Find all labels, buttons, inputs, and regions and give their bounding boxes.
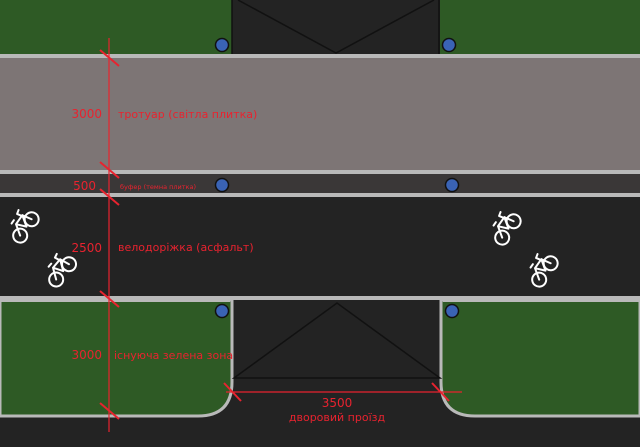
sidewalk-curb-top [0,54,640,58]
green-dimension: 3000 [71,348,102,362]
bikelane-label: велодоріжка (асфальт) [118,241,254,254]
tick-mark [223,382,242,402]
bottom-left-grass-mask [0,298,230,302]
bikelane-dimension: 2500 [71,241,102,255]
post-marker-icon [214,177,230,193]
sidewalk-curb-bottom [0,170,640,174]
driveway-dimension: 3500 [322,396,353,410]
post-marker-icon [214,37,230,53]
post-marker-icon [441,37,457,53]
post-marker-icon [214,303,230,319]
post-marker-icon [444,177,460,193]
driveway-label: дворовий проїзд [289,411,386,424]
buffer-label: буфер (темна плитка) [120,183,196,191]
top-left-grass [0,0,232,54]
tick-mark [99,290,120,308]
bike-lane [0,197,640,296]
buffer-strip [0,174,640,193]
tick-mark [99,188,120,206]
bike-lane-curb [0,296,640,300]
sidewalk-label: тротуар (світла плитка) [118,108,257,121]
top-right-grass [440,0,640,54]
sidewalk [0,58,640,170]
tick-mark [99,49,120,67]
top-driveway-ramp [237,0,435,54]
bottom-right-grass-mask [443,298,640,302]
buffer-curb [0,193,640,197]
bottom-left-grass [0,298,234,418]
buffer-dimension: 500 [73,179,96,193]
tick-mark [99,161,120,179]
tick-mark [99,402,120,420]
post-marker-icon [444,303,460,319]
bottom-driveway-ramp [231,302,443,379]
sidewalk-dimension: 3000 [71,107,102,121]
tick-mark [431,382,450,402]
top-driveway [232,0,440,54]
green-label: існуюча зелена зона [114,349,233,362]
bottom-right-grass [439,298,640,418]
